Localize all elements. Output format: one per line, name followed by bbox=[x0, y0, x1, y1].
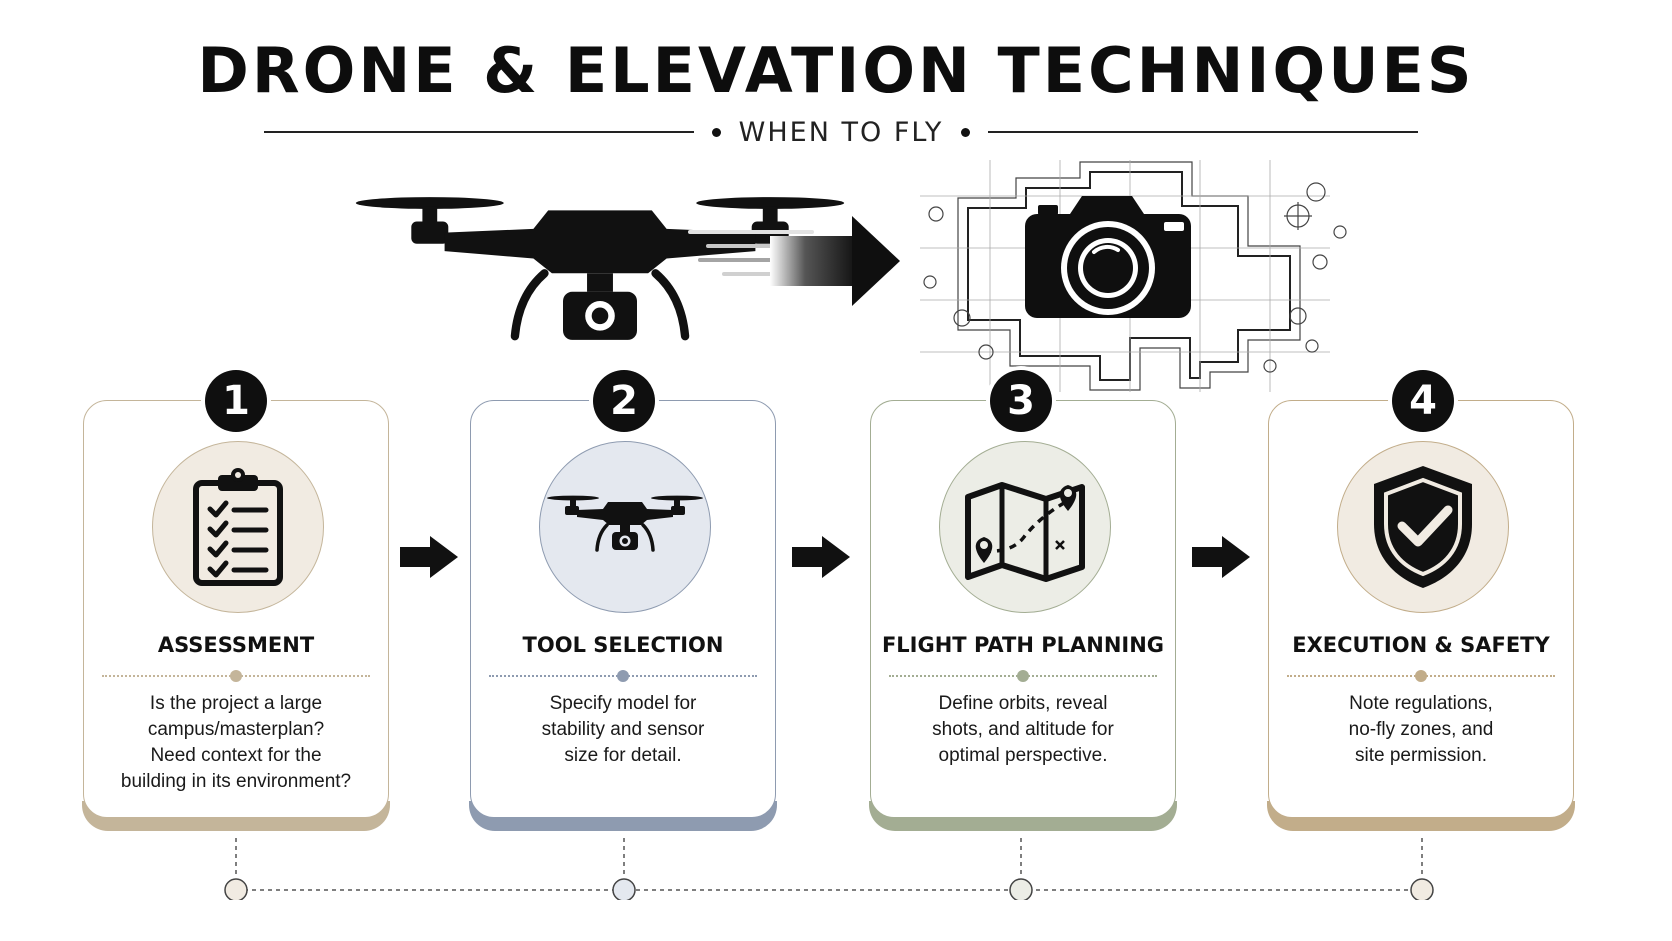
step-number-badge: 2 bbox=[593, 370, 655, 432]
drone-icon bbox=[547, 495, 703, 552]
card-accent-bar bbox=[469, 801, 777, 831]
timeline-node bbox=[224, 878, 248, 900]
icon-circle bbox=[539, 441, 711, 613]
timeline-node bbox=[1009, 878, 1033, 900]
subtitle-dot-left bbox=[711, 127, 721, 137]
step-description-line: site permission. bbox=[1355, 745, 1487, 766]
step-description-line: Define orbits, reveal bbox=[938, 693, 1108, 714]
step-description-line: Is the project a large bbox=[149, 693, 323, 714]
drone-icon bbox=[355, 197, 845, 341]
subtitle-line-left bbox=[264, 131, 694, 133]
step-description-line: size for detail. bbox=[564, 745, 682, 766]
arrow-right-icon bbox=[792, 536, 850, 578]
icon-circle bbox=[1337, 441, 1509, 613]
step-description-line: Note regulations, bbox=[1349, 693, 1493, 714]
card-accent-bar bbox=[82, 801, 390, 831]
dotted-divider bbox=[102, 670, 370, 682]
step-description: Note regulations, no-fly zones, and site… bbox=[1281, 691, 1561, 769]
page-title: DRONE & ELEVATION TECHNIQUES bbox=[197, 34, 1475, 107]
motion-arrow-icon bbox=[688, 216, 900, 306]
step-description-line: building in its environment? bbox=[120, 771, 352, 792]
divider-knob bbox=[1415, 670, 1427, 682]
divider-knob bbox=[617, 670, 629, 682]
step-description: Define orbits, reveal shots, and altitud… bbox=[883, 691, 1163, 769]
step-heading: FLIGHT PATH PLANNING bbox=[881, 633, 1165, 657]
step-card-assessment: ASSESSMENT Is the project a large campus… bbox=[82, 400, 390, 831]
step-description-line: optimal perspective. bbox=[938, 745, 1108, 766]
timeline-node bbox=[1410, 878, 1434, 900]
step-description-line: Need context for the bbox=[150, 745, 322, 766]
step-number-badge: 4 bbox=[1392, 370, 1454, 432]
icon-circle bbox=[939, 441, 1111, 613]
step-description: Specify model for stability and sensor s… bbox=[483, 691, 763, 769]
subtitle-line-right bbox=[988, 131, 1418, 133]
camera-icon bbox=[1025, 196, 1191, 318]
arrow-right-icon bbox=[400, 536, 458, 578]
timeline-node bbox=[612, 878, 636, 900]
step-number-badge: 1 bbox=[205, 370, 267, 432]
divider-knob bbox=[1017, 670, 1029, 682]
step-description: Is the project a large campus/masterplan… bbox=[96, 691, 376, 795]
divider-knob bbox=[230, 670, 242, 682]
dotted-divider bbox=[489, 670, 757, 682]
subtitle-row: WHEN TO FLY bbox=[264, 112, 1418, 152]
clipboard-checklist-icon bbox=[193, 468, 283, 586]
step-heading: ASSESSMENT bbox=[157, 633, 315, 657]
bottom-timeline bbox=[224, 838, 1434, 900]
arrow-right-icon bbox=[1192, 536, 1250, 578]
step-description-line: shots, and altitude for bbox=[932, 719, 1114, 740]
step-heading: EXECUTION & SAFETY bbox=[1292, 633, 1550, 657]
map-route-icon bbox=[965, 482, 1085, 582]
step-number-badge: 3 bbox=[990, 370, 1052, 432]
step-description-line: Specify model for bbox=[549, 693, 697, 714]
step-card-tool-selection: TOOL SELECTION Specify model for stabili… bbox=[469, 400, 777, 831]
shield-check-icon bbox=[1374, 466, 1472, 588]
step-card-execution-safety: EXECUTION & SAFETY Note regulations, no-… bbox=[1267, 400, 1575, 831]
card-accent-bar bbox=[869, 801, 1177, 831]
step-description-line: stability and sensor bbox=[541, 719, 705, 740]
step-heading: TOOL SELECTION bbox=[522, 633, 724, 657]
step-description-line: no-fly zones, and bbox=[1348, 719, 1494, 740]
dotted-divider bbox=[1287, 670, 1555, 682]
step-card-flight-path-planning: FLIGHT PATH PLANNING Define orbits, reve… bbox=[869, 400, 1177, 831]
icon-circle bbox=[152, 441, 324, 613]
card-accent-bar bbox=[1267, 801, 1575, 831]
page-subtitle: WHEN TO FLY bbox=[738, 116, 944, 148]
step-description-line: campus/masterplan? bbox=[147, 719, 325, 740]
hero-illustration bbox=[355, 160, 1347, 392]
dotted-divider bbox=[889, 670, 1157, 682]
subtitle-dot-right bbox=[961, 127, 971, 137]
